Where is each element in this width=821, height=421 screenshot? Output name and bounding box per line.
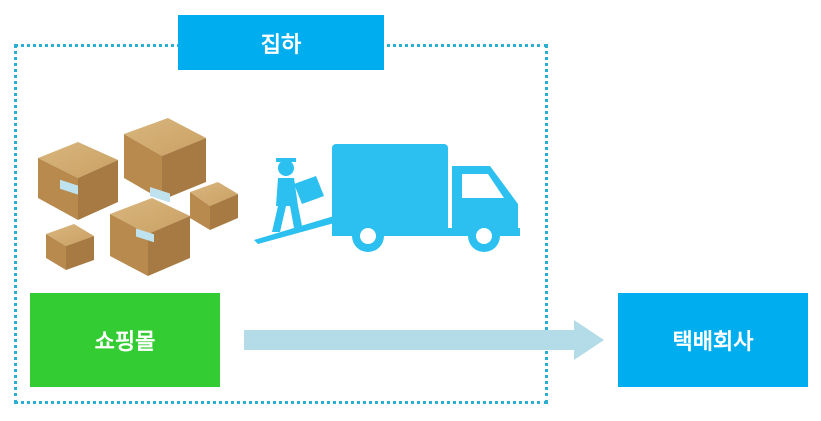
shopping-mall-box: 쇼핑몰 [30,293,220,387]
delivery-truck-icon [254,144,520,252]
box-1 [38,142,118,220]
box-4 [110,198,190,276]
cardboard-boxes-icon [38,118,238,276]
box-2 [124,118,206,203]
flow-arrow [244,320,604,360]
courier-company-box: 택배회사 [618,293,808,387]
box-5 [46,224,94,270]
box-3 [190,182,238,230]
pickup-group-title: 집하 [178,15,384,70]
